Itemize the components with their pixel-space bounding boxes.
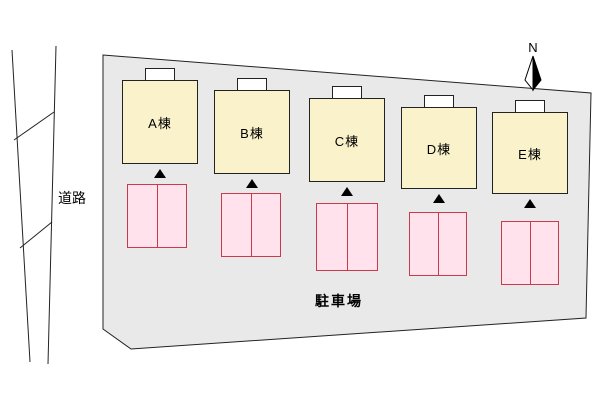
north-arrow-icon	[524, 55, 542, 92]
parking-stall	[531, 222, 559, 284]
entrance-marker-icon	[154, 169, 166, 178]
building-d: D棟	[401, 95, 477, 189]
building-a: A棟	[122, 68, 198, 164]
parking-block-3	[316, 203, 378, 271]
building-entrance-porch	[145, 68, 175, 81]
parking-stall	[348, 204, 378, 270]
parking-stall	[128, 185, 158, 247]
parking-block-5	[501, 221, 559, 285]
building-entrance-porch	[424, 95, 454, 108]
parking-stall	[252, 194, 281, 256]
road-hatch-icon	[19, 221, 53, 249]
building-entrance-porch	[515, 100, 545, 113]
parking-block-1	[127, 184, 187, 248]
building-label: C棟	[334, 133, 360, 149]
parking-area-label: 駐車場	[315, 293, 363, 309]
building-entrance-porch	[332, 86, 362, 99]
parking-stall	[439, 213, 467, 275]
compass-label: N	[528, 40, 537, 55]
building-label: E棟	[518, 146, 542, 162]
entrance-marker-icon	[524, 199, 536, 208]
building-label: A棟	[148, 115, 172, 131]
building-label: B棟	[240, 125, 264, 141]
entrance-marker-icon	[433, 194, 445, 203]
parking-stall	[222, 194, 252, 256]
entrance-marker-icon	[246, 179, 258, 188]
road-hatch-icon	[13, 111, 55, 141]
building-e: E棟	[492, 100, 568, 194]
road-line-left	[11, 49, 31, 363]
parking-stall	[410, 213, 439, 275]
building-entrance-porch	[237, 78, 267, 91]
road-label: 道路	[58, 190, 86, 206]
entrance-marker-icon	[341, 187, 353, 196]
parking-block-4	[409, 212, 467, 276]
road-line-right	[47, 45, 57, 365]
parking-stall	[502, 222, 531, 284]
parking-stall	[158, 185, 187, 247]
building-label: D棟	[426, 141, 452, 157]
parking-stall	[317, 204, 348, 270]
parking-block-2	[221, 193, 281, 257]
building-b: B棟	[214, 78, 290, 174]
building-c: C棟	[309, 86, 385, 182]
